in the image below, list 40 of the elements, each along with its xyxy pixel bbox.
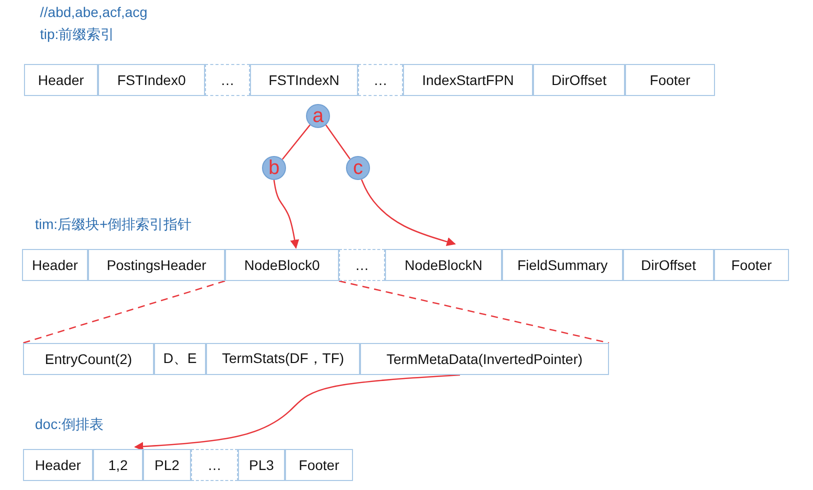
field-cell: NodeBlock0	[225, 249, 339, 281]
field-cell: PL2	[143, 449, 191, 481]
field-cell: 1,2	[93, 449, 143, 481]
field-cell: DirOffset	[533, 64, 625, 96]
field-cell: FieldSummary	[502, 249, 623, 281]
dashed-connector	[22, 280, 226, 344]
field-cell: NodeBlockN	[385, 249, 502, 281]
section-note: tim:后缀块+倒排索引指针	[35, 216, 192, 234]
field-cell: DirOffset	[623, 249, 714, 281]
field-cell: Footer	[625, 64, 715, 96]
field-cell: Footer	[285, 449, 353, 481]
connector-line	[325, 124, 351, 160]
field-cell: PostingsHeader	[88, 249, 225, 281]
field-cell: D、E	[154, 343, 206, 375]
field-cell: Header	[23, 449, 93, 481]
section-note: doc:倒排表	[35, 416, 104, 434]
tree-node-circle: a	[306, 104, 330, 128]
field-cell: PL3	[238, 449, 285, 481]
dashed-connector	[338, 280, 610, 344]
field-cell: TermStats(DF，TF)	[206, 343, 360, 375]
arrow	[134, 374, 460, 452]
field-cell: Footer	[714, 249, 789, 281]
field-cell: FSTIndex0	[98, 64, 205, 96]
section-note: //abd,abe,acf,acg	[40, 4, 148, 20]
tree-node-circle: c	[346, 156, 370, 180]
field-cell: IndexStartFPN	[403, 64, 533, 96]
field-cell: …	[358, 64, 403, 96]
field-cell: Header	[22, 249, 88, 281]
field-cell: …	[339, 249, 385, 281]
section-note: tip:前缀索引	[40, 26, 115, 44]
tree-node-circle: b	[262, 156, 286, 180]
connector-line	[282, 124, 311, 160]
arrow	[360, 179, 456, 246]
field-cell: …	[191, 449, 238, 481]
arrow	[273, 180, 300, 249]
field-cell: Header	[24, 64, 98, 96]
field-cell: FSTIndexN	[250, 64, 358, 96]
field-cell: TermMetaData(InvertedPointer)	[360, 343, 609, 375]
field-cell: EntryCount(2)	[23, 343, 154, 375]
field-cell: …	[205, 64, 250, 96]
